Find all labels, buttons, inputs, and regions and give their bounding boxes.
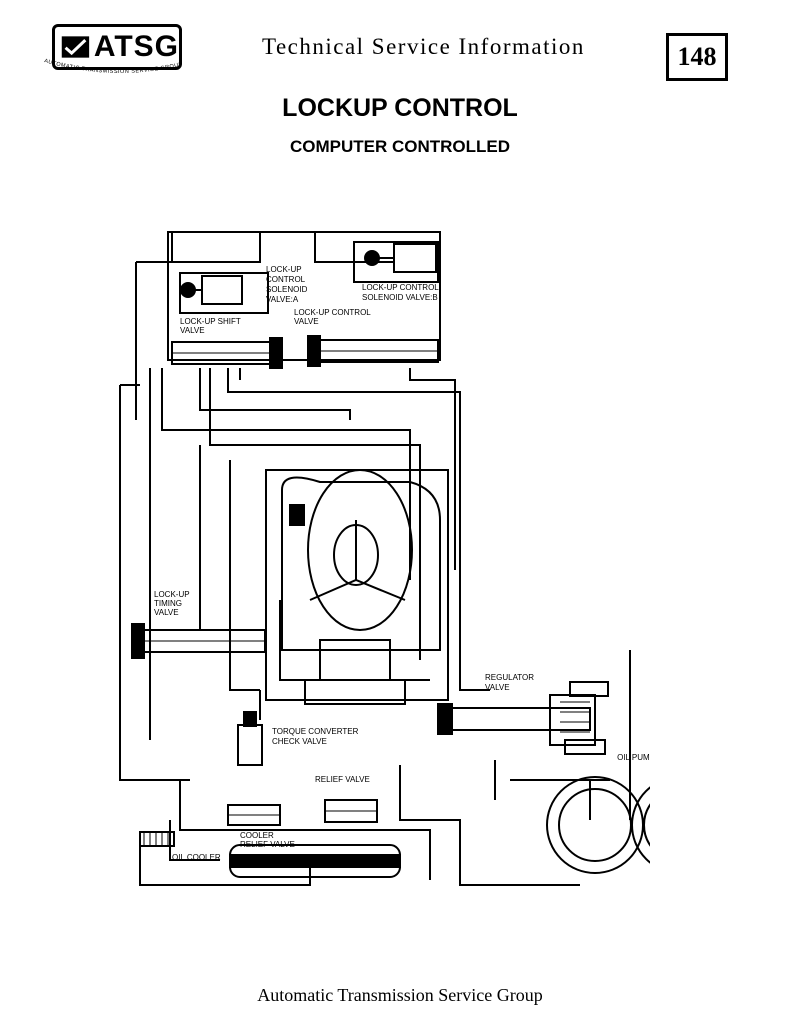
- svg-text:AUTOMATIC TRANSMISSION SERVICE: AUTOMATIC TRANSMISSION SERVICE GROUP: [43, 58, 183, 75]
- svg-text:CHECK VALVE: CHECK VALVE: [272, 737, 327, 746]
- solenoid-a: [180, 275, 243, 305]
- logo-box: ATSG: [52, 24, 182, 70]
- solenoid-b: [364, 243, 437, 273]
- svg-text:SOLENOID: SOLENOID: [266, 285, 308, 294]
- hydraulic-diagram: LOCK-UP CONTROL SOLENOID VALVE:A LOCK-UP…: [119, 231, 650, 886]
- relief-valve: [324, 799, 378, 823]
- svg-text:REGULATOR: REGULATOR: [485, 673, 534, 682]
- svg-text:VALVE: VALVE: [154, 608, 179, 617]
- atsg-logo: ATSG AUTOMATIC TRANSMISSION SERVICE GROU…: [40, 24, 200, 84]
- diagram-labels: LOCK-UP CONTROL SOLENOID VALVE:A LOCK-UP…: [154, 265, 650, 862]
- document-subtitle: COMPUTER CONTROLLED: [289, 137, 511, 156]
- oil-pump: [546, 776, 650, 874]
- oil-cooler: [139, 831, 401, 878]
- hydraulic-lines: [119, 368, 631, 886]
- svg-text:RELIEF VALVE: RELIEF VALVE: [240, 840, 295, 849]
- page-number: 148: [666, 33, 728, 81]
- svg-text:LOCK-UP CONTROL: LOCK-UP CONTROL: [294, 308, 371, 317]
- control-valve-spool: [307, 335, 439, 367]
- svg-text:VALVE: VALVE: [294, 317, 319, 326]
- logo-text: ATSG: [93, 30, 179, 63]
- checkmark-icon: [61, 36, 90, 58]
- svg-text:VALVE: VALVE: [485, 683, 510, 692]
- svg-text:TORQUE CONVERTER: TORQUE CONVERTER: [272, 727, 359, 736]
- torque-converter: [265, 469, 449, 705]
- document-title: LOCKUP CONTROL: [282, 94, 518, 122]
- timing-valve: [131, 623, 266, 659]
- svg-text:CONTROL: CONTROL: [266, 275, 306, 284]
- svg-text:VALVE:A: VALVE:A: [266, 295, 299, 304]
- svg-text:COOLER: COOLER: [240, 831, 274, 840]
- svg-text:LOCK-UP: LOCK-UP: [154, 590, 190, 599]
- svg-text:LOCK-UP: LOCK-UP: [266, 265, 302, 274]
- svg-text:OIL PUMP: OIL PUMP: [617, 753, 650, 762]
- regulator-valve: [437, 681, 609, 755]
- logo-tagline: AUTOMATIC TRANSMISSION SERVICE GROUP: [43, 58, 183, 75]
- shift-valve-spool: [171, 337, 283, 369]
- tc-check-valve: [237, 711, 263, 766]
- footer-text: Automatic Transmission Service Group: [257, 985, 543, 1005]
- cooler-relief-valve: [227, 804, 281, 826]
- svg-text:VALVE: VALVE: [180, 326, 205, 335]
- svg-text:OIL COOLER: OIL COOLER: [172, 853, 221, 862]
- svg-text:LOCK-UP CONTROL: LOCK-UP CONTROL: [362, 283, 439, 292]
- svg-text:TIMING: TIMING: [154, 599, 182, 608]
- header-title: Technical Service Information: [262, 34, 585, 59]
- svg-text:SOLENOID VALVE:B: SOLENOID VALVE:B: [362, 293, 438, 302]
- svg-text:RELIEF VALVE: RELIEF VALVE: [315, 775, 370, 784]
- svg-text:LOCK-UP SHIFT: LOCK-UP SHIFT: [180, 317, 241, 326]
